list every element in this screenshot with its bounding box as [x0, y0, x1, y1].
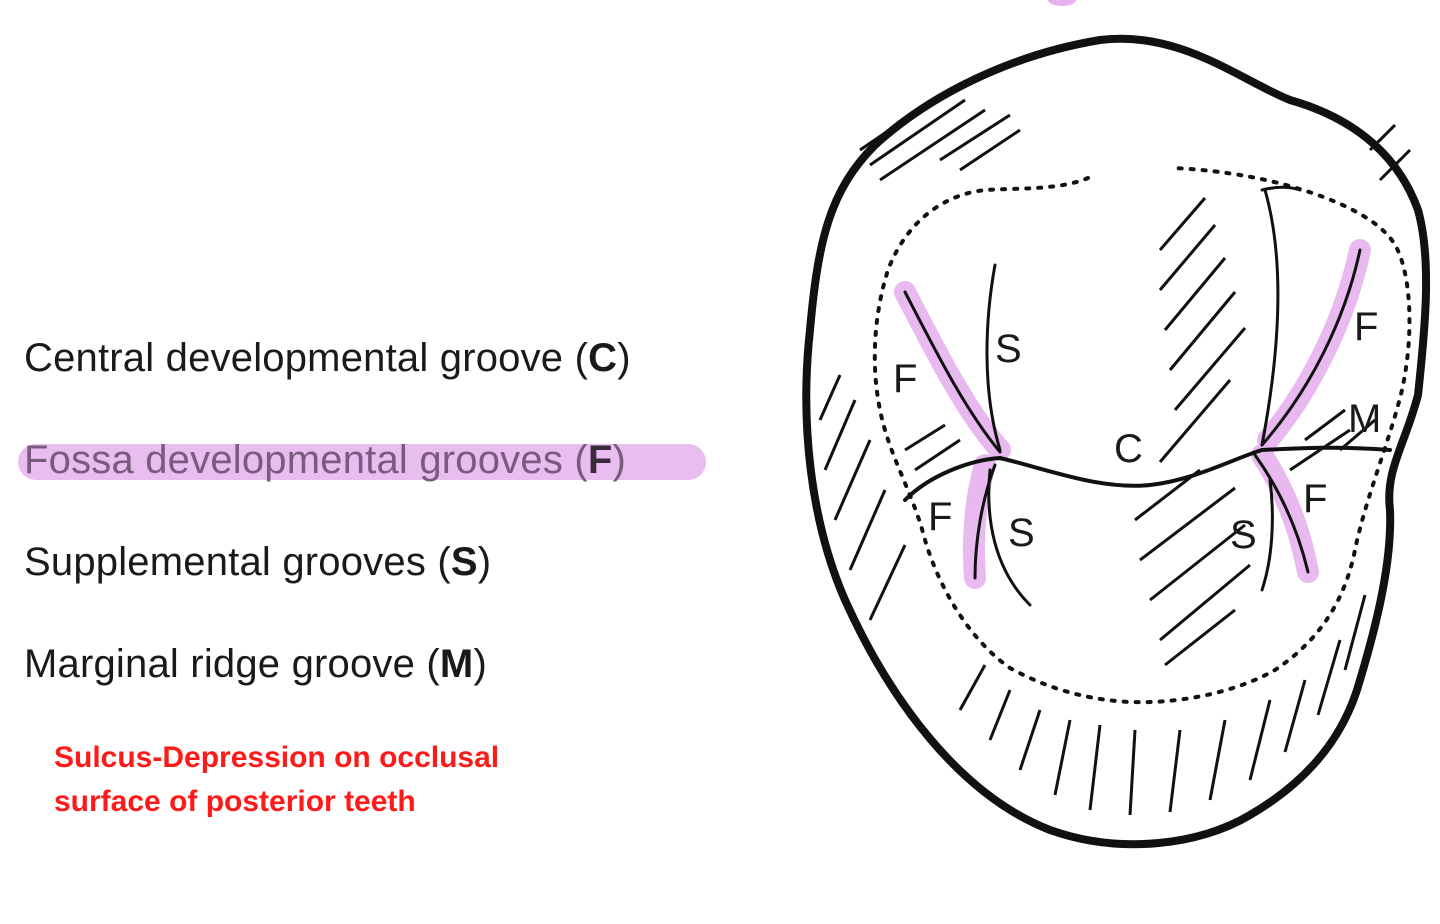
- supplemental-groove-right: [1260, 188, 1280, 447]
- legend-item-code: C: [588, 336, 618, 380]
- hatching-bottom: [958, 594, 1367, 816]
- legend-item-code: M: [439, 642, 474, 686]
- legend-item-label: Marginal ridge groove: [24, 642, 416, 686]
- hatching-top-left: [859, 90, 1021, 182]
- label-m: M: [1348, 397, 1381, 441]
- groove-labels: C F F F F S S S M: [893, 305, 1381, 557]
- legend-item-marginal-ridge-groove: Marginal ridge groove (M): [24, 642, 487, 686]
- hatching-left-side: [818, 374, 961, 621]
- sulcus-note-line-2: surface of posterior teeth: [54, 785, 416, 818]
- sulcus-note: Sulcus-Depression on occlusal surface of…: [54, 736, 499, 824]
- central-groove: [903, 445, 1392, 502]
- fossa-groove-left-upper: [903, 290, 1002, 454]
- supplemental-groove-left-lower: [987, 468, 1032, 607]
- label-f-right-lower: F: [1303, 477, 1327, 521]
- fossa-groove-left-lower: [973, 463, 997, 580]
- legend: Central developmental groove (C) Fossa d…: [18, 0, 764, 924]
- grooves: [903, 185, 1392, 607]
- label-s-left-lower: S: [1008, 511, 1035, 555]
- label-f-left-lower: F: [928, 495, 952, 539]
- legend-item-label: Supplemental grooves: [24, 540, 427, 584]
- legend-item-central-groove: Central developmental groove (C): [24, 336, 631, 380]
- label-f-right-upper: F: [1354, 305, 1378, 349]
- fossa-groove-right-upper: [1260, 248, 1362, 447]
- hatching-center: [1134, 197, 1251, 667]
- label-s-right-lower: S: [1230, 513, 1257, 557]
- legend-item-code: F: [587, 438, 613, 482]
- legend-item-label: Fossa developmental grooves: [24, 438, 564, 482]
- sulcus-note-line-1: Sulcus-Depression on occlusal: [54, 741, 500, 774]
- tooth-outline: [802, 34, 1431, 849]
- marginal-ridge-groove: [1260, 185, 1302, 192]
- legend-item-supplemental-grooves: Supplemental grooves (S): [24, 540, 492, 584]
- tooth-occlusal-diagram: C F F F F S S S M: [802, 0, 1431, 849]
- label-s-left-upper: S: [995, 327, 1022, 371]
- hatching-right-side: [1289, 123, 1412, 472]
- supplemental-groove-left-upper: [985, 263, 1002, 452]
- label-c: C: [1114, 427, 1143, 471]
- label-f-left-upper: F: [893, 357, 917, 401]
- fossa-groove-right-lower: [1253, 453, 1310, 574]
- legend-item-label: Central developmental groove: [24, 336, 564, 380]
- legend-item-fossa-grooves: Fossa developmental grooves (F): [18, 436, 706, 484]
- inner-margin-left: [872, 166, 1412, 705]
- top-pink-mark: [1048, 0, 1076, 6]
- supplemental-groove-right-lower: [1260, 478, 1274, 592]
- legend-item-code: S: [450, 540, 478, 584]
